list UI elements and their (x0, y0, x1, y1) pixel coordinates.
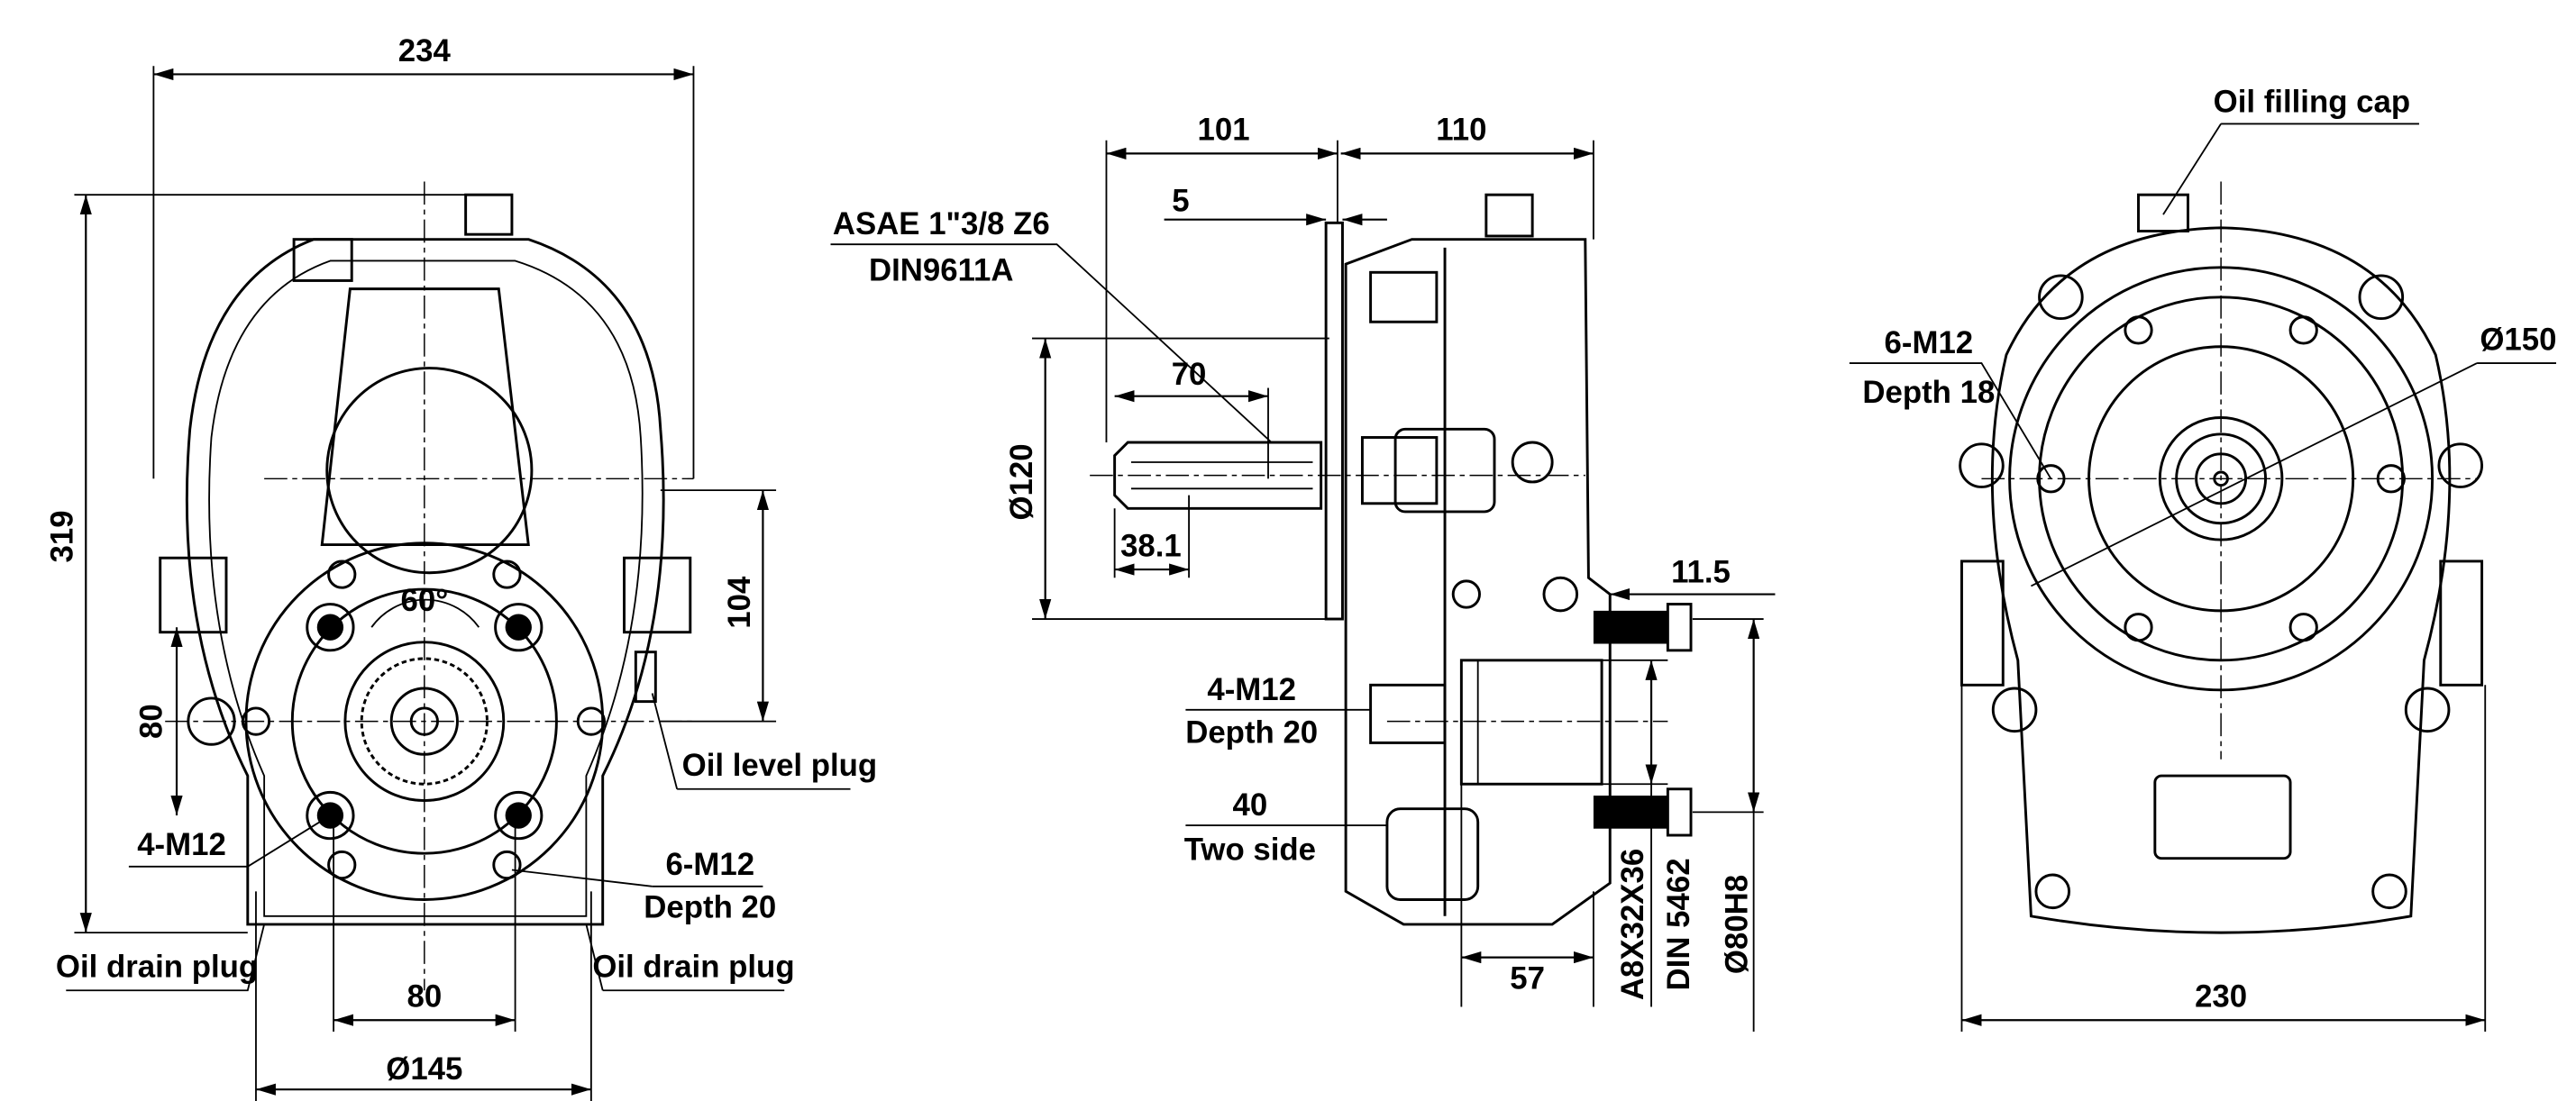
dim-width-234: 234 (398, 33, 452, 68)
bolt-4-m12-label: 4-M12 (1207, 672, 1296, 707)
dim-11-5: 11.5 (1671, 555, 1731, 590)
oil-drain-plug-right-label: Oil drain plug (592, 950, 794, 985)
oil-drain-plug-left-label: Oil drain plug (56, 950, 258, 985)
dim-height-319: 319 (45, 510, 80, 562)
input-shaft (1113, 441, 1323, 510)
dim-angle: 60° (401, 583, 449, 618)
spline-spec: A8X32X36 (1615, 849, 1650, 1000)
rear-view: Oil filling cap 6-M12 Depth 18 Ø150 230 (1849, 85, 2556, 1033)
side-view: 101 110 5 ASAE 1"3/8 Z6 DIN9611A 70 Ø120… (830, 113, 1776, 1033)
two-side-label: Two side (1184, 833, 1316, 868)
dim-5: 5 (1172, 184, 1189, 219)
housing-outline (185, 238, 665, 926)
output-spline (1459, 659, 1603, 786)
dim-120: Ø120 (1004, 443, 1039, 520)
bolt-4-m12-label: 4-M12 (137, 827, 226, 862)
dim-70: 70 (1172, 357, 1207, 392)
depth-20-label: Depth 20 (644, 890, 776, 925)
dim-230: 230 (2195, 979, 2247, 1015)
input-flange (1324, 221, 1344, 621)
bolt-6-m12-label: 6-M12 (1885, 325, 1974, 360)
mounting-lugs (1959, 274, 2484, 910)
side-housing-outline (1344, 238, 1612, 926)
dim-40: 40 (1233, 787, 1268, 823)
oil-filling-cap-label: Oil filling cap (2214, 85, 2410, 120)
input-bore (325, 367, 534, 575)
dim-80-vertical: 80 (134, 704, 169, 739)
depth-20-label: Depth 20 (1185, 714, 1318, 750)
dim-80-horizontal: 80 (406, 979, 442, 1015)
oil-level-plug-label: Oil level plug (682, 748, 878, 783)
spline-standard: DIN 5462 (1661, 858, 1696, 990)
shaft-spec-asae: ASAE 1"3/8 Z6 (833, 206, 1050, 241)
dim-150: Ø150 (2480, 322, 2556, 357)
nameplate (2153, 774, 2292, 860)
depth-18-label: Depth 18 (1862, 375, 1995, 410)
side-boss-left (159, 556, 228, 634)
dim-57: 57 (1510, 960, 1545, 996)
dim-80h8: Ø80H8 (1719, 875, 1754, 974)
front-view: 234 319 60° 104 80 Oil level plug 4-M12 … (45, 33, 878, 1101)
dim-104: 104 (722, 576, 757, 629)
dim-101: 101 (1198, 113, 1250, 148)
bolt-holes-4 (306, 603, 544, 841)
dim-38-1: 38.1 (1120, 528, 1182, 563)
oil-filling-cap (2137, 193, 2189, 232)
dim-145: Ø145 (386, 1051, 462, 1087)
bolt-6-m12-label: 6-M12 (665, 847, 754, 882)
rear-housing-outline (1990, 226, 2452, 934)
shaft-spec-din: DIN9611A (869, 252, 1014, 287)
breather-plug (464, 193, 514, 236)
mounting-studs (1593, 603, 1693, 837)
dim-110: 110 (1436, 113, 1486, 148)
side-boss-right (623, 556, 692, 634)
